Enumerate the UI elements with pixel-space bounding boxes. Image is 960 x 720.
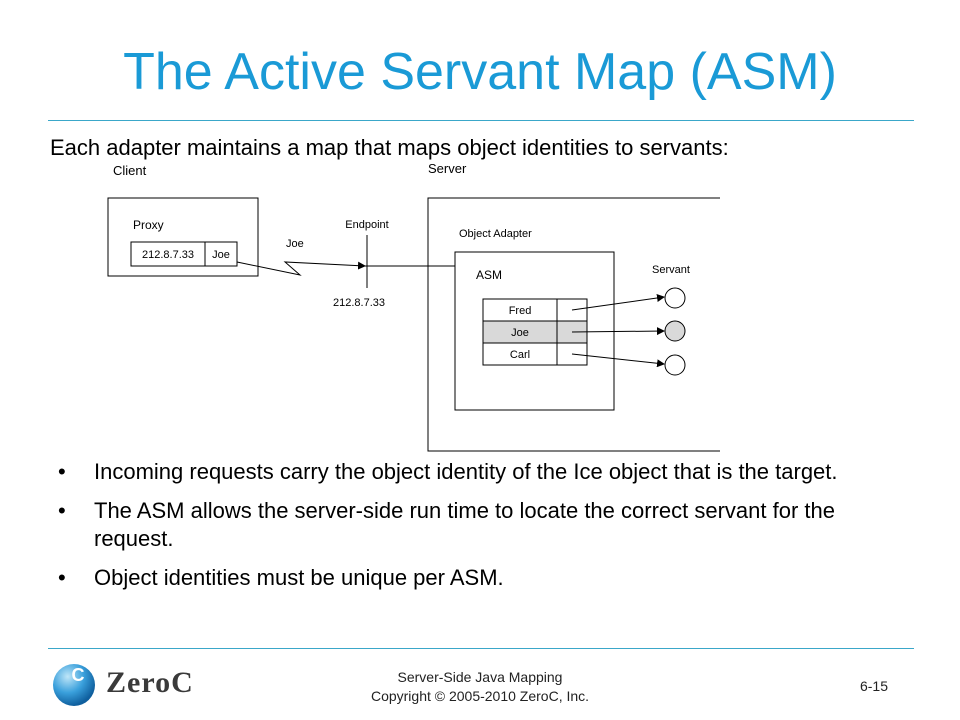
asm-row-highlight [482,320,588,344]
endpoint-label: Endpoint [345,219,388,231]
footer-divider [48,648,914,649]
servant-mapping-arrow [571,353,665,368]
request-line [236,261,366,276]
servant-circle [664,320,686,342]
servant-label: Servant [652,264,690,276]
page-number: 6-15 [859,678,888,694]
title-divider [48,120,914,121]
bullet-item: • The ASM allows the server-side run tim… [58,497,898,553]
asm-entry: Carl [510,349,530,361]
slide-title: The Active Servant Map (ASM) [123,43,837,101]
bullet-text: The ASM allows the server-side run time … [94,498,835,551]
servant-mapping-arrow [571,327,665,336]
request-label: Joe [286,238,304,250]
proxy-label: Proxy [133,218,164,232]
object-adapter-box [454,251,615,411]
logo-wordmark: ZeroC [106,666,194,699]
proxy-identity-cell [204,241,238,267]
object-adapter-label: Object Adapter [459,228,532,240]
bullet-text: Object identities must be unique per ASM… [94,565,504,590]
bullet-glyph: • [58,498,66,523]
servant-mapping-arrow [571,294,665,311]
server-label: Server [428,161,467,176]
asm-diagram: Client Proxy 212.8.7.33 Joe Joe Endpoint… [107,161,720,452]
asm-entry: Joe [511,327,529,339]
servant-circle [664,287,686,309]
client-label: Client [113,163,147,178]
bullet-list: • Incoming requests carry the object ide… [58,458,898,603]
bullet-text: Incoming requests carry the object ident… [94,459,838,484]
asm-entry: Fred [509,305,532,317]
server-box [427,197,720,452]
footer: Server-Side Java Mapping Copyright © 200… [0,668,960,706]
bullet-glyph: • [58,459,66,484]
endpoint-address: 212.8.7.33 [333,297,385,309]
bullet-item: • Incoming requests carry the object ide… [58,458,898,486]
footer-course-title: Server-Side Java Mapping [397,669,563,685]
zeroc-logo-icon: C [53,664,95,706]
proxy-address: 212.8.7.33 [142,249,194,261]
logo-mark: C [72,665,85,685]
proxy-address-cell [130,241,206,267]
footer-copyright: Copyright © 2005-2010 ZeroC, Inc. [370,688,590,704]
bullet-glyph: • [58,565,66,590]
proxy-identity: Joe [212,249,230,261]
servant-circle [664,354,686,376]
bullet-item: • Object identities must be unique per A… [58,564,898,592]
intro-text: Each adapter maintains a map that maps o… [50,135,729,160]
asm-label: ASM [476,268,502,282]
